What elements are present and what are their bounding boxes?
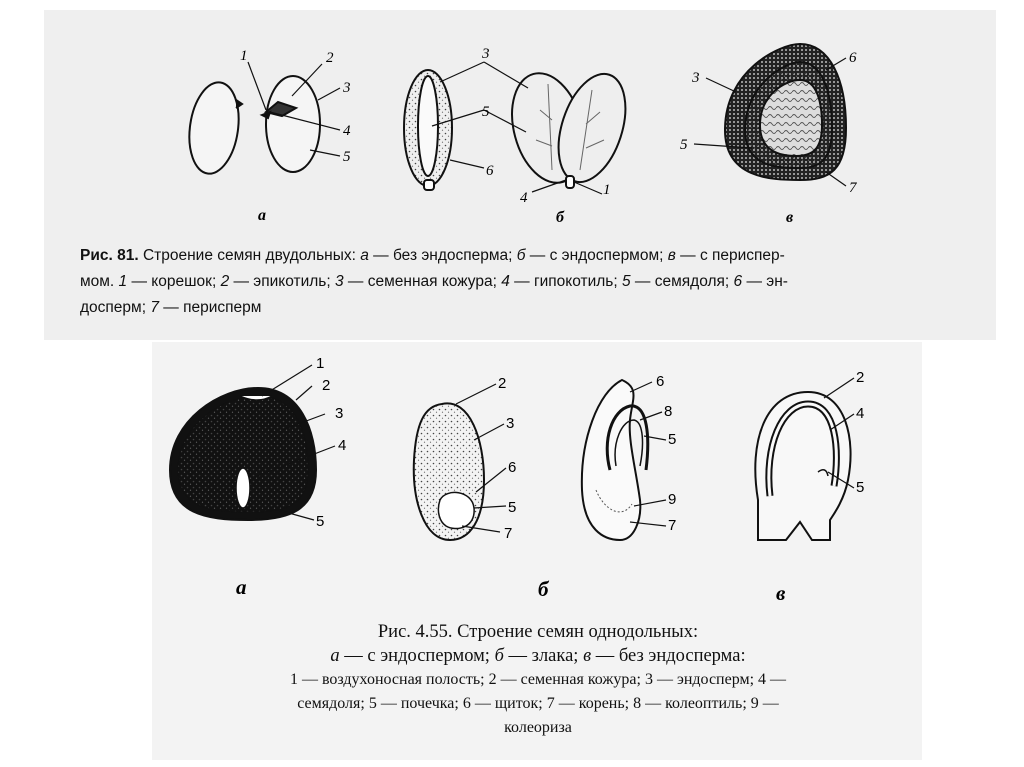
bottom-part-letters: а б в	[236, 575, 786, 605]
bottom-caption-title: Рис. 4.55. Строение семян однодольных:	[168, 620, 908, 644]
svg-text:7: 7	[504, 525, 512, 542]
svg-text:а: а	[258, 207, 266, 224]
svg-text:6: 6	[849, 50, 857, 66]
svg-text:3: 3	[506, 415, 514, 432]
svg-text:3: 3	[335, 405, 343, 422]
bottom-caption-legend-2: семядоля; 5 — почечка; 6 — щиток; 7 — ко…	[168, 692, 908, 716]
svg-text:1: 1	[316, 355, 324, 372]
bottom-caption-parts: а — с эндоспермом; б — злака; в — без эн…	[168, 644, 908, 668]
svg-text:5: 5	[482, 104, 490, 120]
monocot-seed-a-labels: 1 2 3 4 5	[316, 355, 346, 530]
svg-text:3: 3	[481, 46, 490, 62]
dicot-seed-a	[184, 76, 320, 177]
svg-text:5: 5	[856, 479, 864, 496]
svg-text:4: 4	[343, 123, 351, 139]
svg-text:6: 6	[486, 163, 494, 179]
svg-text:1: 1	[240, 48, 248, 64]
svg-text:б: б	[556, 209, 565, 226]
svg-text:3: 3	[691, 70, 700, 86]
svg-text:а: а	[236, 575, 247, 599]
top-figure-caption: Рис. 81. Строение семян двудольных: а — …	[80, 243, 990, 321]
svg-text:б: б	[538, 577, 550, 601]
monocot-seed-c-labels: 2 4 5	[856, 369, 864, 496]
svg-text:7: 7	[849, 180, 858, 196]
monocot-seed-b	[414, 403, 484, 540]
svg-text:6: 6	[508, 459, 516, 476]
svg-text:2: 2	[326, 50, 334, 66]
monocot-seed-c	[755, 392, 850, 540]
svg-text:6: 6	[656, 373, 664, 390]
bottom-figure-caption: Рис. 4.55. Строение семян однодольных: а…	[168, 620, 908, 740]
svg-text:в: в	[776, 581, 786, 605]
monocot-seed-a	[170, 388, 316, 520]
dicot-seed-c	[725, 44, 846, 180]
monocot-seed-b-labels: 2 3 6 5 7	[498, 375, 516, 542]
svg-text:4: 4	[338, 437, 346, 454]
svg-text:9: 9	[668, 491, 676, 508]
svg-text:1: 1	[603, 182, 611, 198]
top-caption-line-2: мом. 1 — корешок; 2 — эпикотиль; 3 — сем…	[80, 269, 990, 295]
svg-text:2: 2	[856, 369, 864, 386]
svg-text:4: 4	[520, 190, 528, 206]
svg-text:2: 2	[498, 375, 506, 392]
svg-text:5: 5	[668, 431, 676, 448]
top-caption-line-3: досперм; 7 — перисперм	[80, 295, 990, 321]
svg-text:7: 7	[668, 517, 676, 534]
svg-text:4: 4	[856, 405, 864, 422]
svg-text:5: 5	[316, 513, 324, 530]
svg-text:3: 3	[342, 80, 351, 96]
grass-embryo	[582, 380, 648, 540]
top-caption-line-1: Рис. 81. Строение семян двудольных: а — …	[80, 243, 990, 269]
svg-text:2: 2	[322, 377, 330, 394]
svg-text:5: 5	[680, 137, 688, 153]
svg-text:8: 8	[664, 403, 672, 420]
svg-text:5: 5	[508, 499, 516, 516]
svg-text:в: в	[786, 209, 793, 226]
svg-text:5: 5	[343, 149, 351, 165]
grass-embryo-labels: 6 8 5 9 7	[656, 373, 676, 534]
top-part-letters: а б в	[258, 207, 793, 226]
bottom-caption-legend-3: колеориза	[168, 716, 908, 740]
bottom-caption-legend-1: 1 — воздухоносная полость; 2 — семенная …	[168, 668, 908, 692]
